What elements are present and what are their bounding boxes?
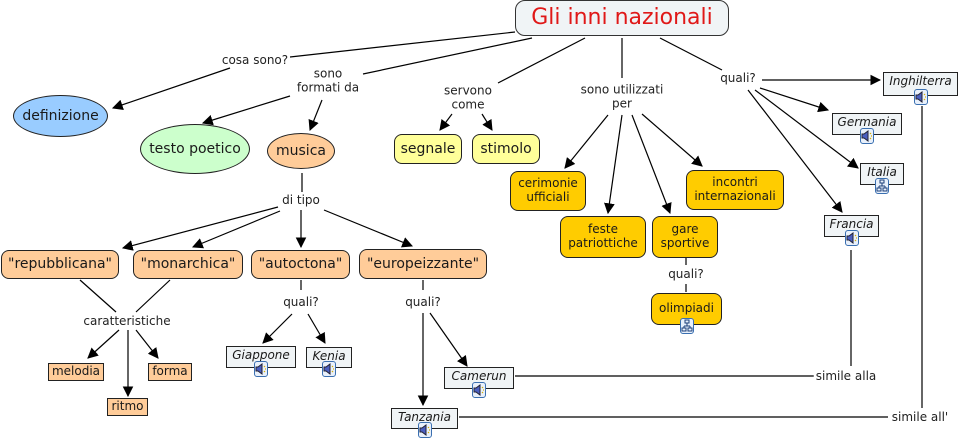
line-title-quali	[659, 37, 723, 71]
country-inghilterra-label: Inghilterra	[889, 74, 952, 88]
audio-icon[interactable]	[860, 128, 874, 144]
arrow-quali-germania	[759, 87, 830, 113]
concept-incontri-label: incontri internazionali	[694, 175, 776, 203]
audio-icon[interactable]	[417, 422, 432, 438]
concept-monarchica[interactable]: "monarchica"	[133, 250, 243, 279]
link-label-simile-all: simile all'	[889, 409, 951, 425]
arrow-formati-musica	[308, 99, 323, 132]
line-title-sono-formati	[362, 37, 533, 75]
country-germania[interactable]: Germania	[832, 113, 902, 144]
audio-icon[interactable]	[254, 361, 268, 377]
link-label-quali-europeizzante: quali?	[403, 294, 443, 310]
arrow-quali-giappone	[262, 313, 293, 344]
main-topic[interactable]: Gli inni nazionali	[515, 0, 729, 36]
concept-forma[interactable]: forma	[148, 363, 192, 381]
arrow-caratt-melodia	[87, 329, 120, 359]
link-label-quali-autoctona: quali?	[281, 294, 321, 310]
link-label-simile-alla: simile alla	[813, 368, 879, 384]
arrow-ditipo-monarchica	[192, 210, 281, 249]
arrow-ditipo-repubblicana	[121, 206, 279, 251]
arrow-caratt-forma	[135, 329, 159, 359]
arrow-utilizzati-incontri	[641, 113, 703, 167]
concept-ritmo[interactable]: ritmo	[107, 398, 148, 416]
concept-testo-poetico-label: testo poetico	[149, 140, 241, 157]
audio-icon[interactable]	[913, 89, 928, 105]
concept-melodia-label: melodia	[51, 364, 101, 379]
country-germania-label: Germania	[837, 115, 897, 129]
country-giappone[interactable]: Giappone	[226, 346, 296, 377]
concept-definizione[interactable]: definizione	[13, 95, 108, 137]
country-tanzania[interactable]: Tanzania	[391, 408, 458, 438]
country-italia-label: Italia	[867, 165, 897, 179]
country-inghilterra[interactable]: Inghilterra	[883, 72, 958, 105]
concept-repubblicana[interactable]: "repubblicana"	[1, 250, 119, 279]
link-label-sono-utilizzati-per: sono utilizzati per	[578, 82, 666, 112]
concept-stimolo[interactable]: stimolo	[472, 134, 540, 164]
concept-europeizzante-label: "europeizzante"	[366, 255, 480, 272]
concept-olimpiadi[interactable]: olimpiadi	[651, 293, 722, 334]
arrow-cosa-sono-definizione	[111, 67, 231, 110]
arrow-quali-kenia	[307, 313, 326, 344]
concept-melodia[interactable]: melodia	[48, 363, 104, 381]
concept-testo-poetico[interactable]: testo poetico	[140, 124, 250, 174]
line-title-cosa-sono	[289, 31, 516, 58]
concept-monarchica-label: "monarchica"	[140, 256, 236, 273]
concept-gare-label: gare sportive	[660, 222, 710, 250]
concept-musica-label: musica	[276, 142, 326, 159]
arrow-quali-francia	[747, 89, 843, 213]
concept-olimpiadi-label: olimpiadi	[659, 301, 714, 316]
link-label-sono-formati-da: sono formati da	[294, 66, 362, 96]
audio-icon[interactable]	[322, 361, 336, 377]
country-giappone-label: Giappone	[232, 348, 290, 362]
concept-cerimonie-label: cerimonie ufficiali	[518, 176, 578, 204]
concept-ritmo-label: ritmo	[111, 399, 144, 414]
concept-cerimonie-ufficiali[interactable]: cerimonie ufficiali	[510, 171, 586, 211]
arrow-servono-segnale	[439, 113, 453, 131]
country-francia-label: Francia	[829, 217, 874, 231]
concept-segnale[interactable]: segnale	[394, 134, 462, 164]
country-francia[interactable]: Francia	[824, 215, 879, 246]
concept-musica[interactable]: musica	[267, 133, 335, 169]
arrow-ditipo-europeizzante	[323, 209, 413, 248]
concept-feste-patriottiche[interactable]: feste patriottiche	[560, 216, 646, 258]
arrow-formati-testo	[201, 95, 291, 126]
audio-icon[interactable]	[472, 382, 486, 398]
arrow-utilizzati-gare	[631, 114, 672, 215]
link-label-quali-gare: quali?	[666, 266, 706, 282]
country-kenia[interactable]: Kenia	[306, 347, 352, 377]
arrow-utilizzati-feste	[604, 114, 623, 215]
country-tanzania-label: Tanzania	[398, 410, 451, 424]
arrow-quali-camerun	[429, 312, 468, 367]
concept-autoctona-label: "autoctona"	[258, 256, 343, 273]
audio-icon[interactable]	[844, 230, 859, 246]
line-repubblicana-caratt	[79, 279, 117, 313]
concept-europeizzante[interactable]: "europeizzante"	[359, 249, 487, 279]
link-label-caratteristiche: caratteristiche	[81, 313, 173, 329]
link-label-cosa-sono: cosa sono?	[219, 52, 291, 68]
link-label-di-tipo: di tipo	[280, 192, 322, 208]
arrow-quali-italia	[754, 89, 859, 169]
line-title-servono	[497, 37, 586, 84]
arrow-servono-stimolo	[481, 113, 493, 131]
link-label-quali-paesi: quali?	[718, 70, 758, 86]
concept-segnale-label: segnale	[400, 140, 456, 157]
concept-autoctona[interactable]: "autoctona"	[251, 250, 350, 279]
concept-map-icon[interactable]	[679, 318, 694, 334]
concept-gare-sportive[interactable]: gare sportive	[652, 216, 718, 258]
country-camerun-label: Camerun	[451, 369, 507, 383]
link-label-servono-come: servono come	[442, 83, 494, 113]
concept-feste-label: feste patriottiche	[568, 222, 638, 250]
concept-map-icon[interactable]	[875, 178, 889, 194]
concept-forma-label: forma	[152, 364, 188, 379]
main-topic-label: Gli inni nazionali	[531, 5, 713, 31]
concept-incontri-internazionali[interactable]: incontri internazionali	[686, 170, 784, 210]
concept-definizione-label: definizione	[22, 107, 99, 124]
country-camerun[interactable]: Camerun	[444, 367, 514, 398]
concept-repubblicana-label: "repubblicana"	[8, 256, 112, 273]
country-italia[interactable]: Italia	[860, 163, 904, 194]
country-kenia-label: Kenia	[312, 349, 346, 363]
concept-stimolo-label: stimolo	[480, 140, 532, 157]
arrow-utilizzati-cerimonie	[564, 114, 609, 169]
line-monarchica-caratt	[135, 279, 171, 313]
